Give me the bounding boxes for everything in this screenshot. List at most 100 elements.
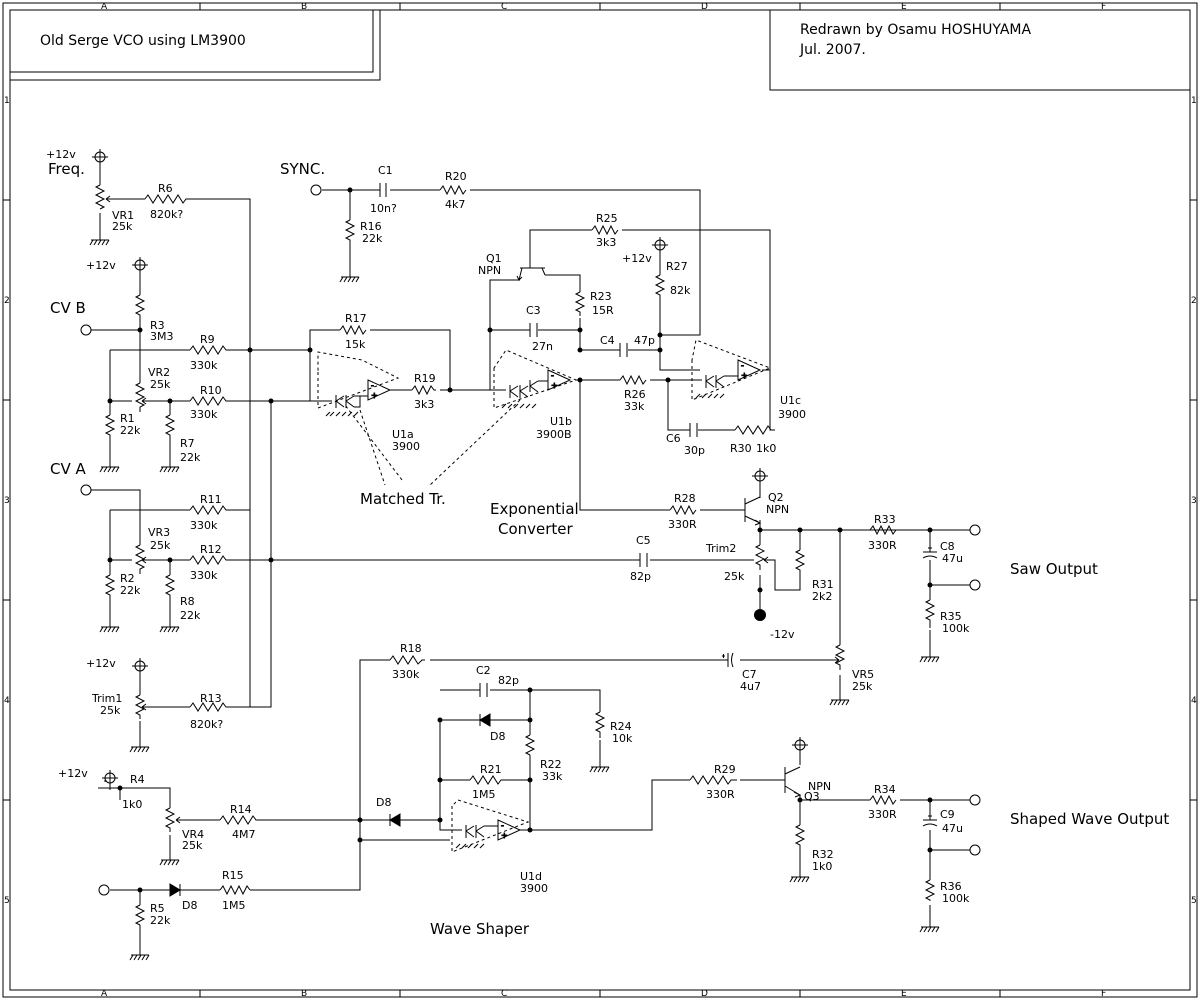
resistor-r9 [189,345,234,355]
label-r17: R17 [345,312,367,325]
label-r29: R29 [714,763,736,776]
label-d8-feedback: D8 [490,730,505,743]
label-r13: R13 [200,692,222,705]
resistor-r16 [344,219,356,245]
cap-c8 [922,546,938,559]
label-r27-value: 82k [670,284,691,297]
jack-wave-in [98,884,110,896]
grid-row-3-right: 3 [1191,496,1197,506]
supply-r3 [131,256,149,278]
label-r26-value: 33k [624,400,645,413]
label-r11-value: 330k [190,519,218,532]
label-d8-shaper: D8 [376,796,391,809]
label-q1-value: NPN [478,264,501,277]
junction-dots [107,187,933,893]
label-r13-value: 820k? [190,718,223,731]
label-r28: R28 [674,492,696,505]
pot-vr4 [164,807,176,832]
label-r34: R34 [874,783,896,796]
pot-vr5 [834,644,846,670]
resistor-r13 [189,702,234,712]
diode-d8-feedback [479,713,491,727]
label-trim2-value: 25k [724,570,745,583]
resistor-r21 [469,775,505,785]
label-r32: R32 [812,848,834,861]
svg-text:-: - [741,361,744,370]
grid-col-b: B [301,2,307,12]
label-sync: SYNC. [280,160,325,178]
label-r16-value: 22k [362,232,383,245]
label-r14-value: 4M7 [232,828,256,841]
grid-row-4: 4 [4,696,10,706]
label-c8-value: 47u [942,552,963,565]
label-saw-output: Saw Output [1010,560,1098,578]
label-vr5: VR5 [852,668,874,681]
label-r28-value: 330R [668,518,697,531]
resistor-r2 [104,574,116,598]
label-vr4: VR4 [182,828,204,841]
pot-trim2 [754,544,766,570]
resistor-r28 [669,504,697,516]
supply-freq [91,148,109,170]
grid-row-2-right: 2 [1191,296,1197,306]
label-cv-a: CV A [50,460,87,478]
label-u1d-value: 3900 [520,882,548,895]
grid-col-a: A [101,2,108,12]
label-r8-value: 22k [180,609,201,622]
svg-text:+: + [371,391,378,400]
label-r1: R1 [120,412,135,425]
label-c8: C8 [940,540,955,553]
label-q2: Q2 [768,491,784,504]
svg-text:-: - [501,821,504,830]
label-r3-value: 3M3 [150,330,174,343]
grid-row-1-right: 1 [1191,96,1197,106]
label-c6: C6 [666,432,681,445]
label-r12: R12 [200,543,222,556]
label-u1c: U1c [780,394,801,407]
grid-col-e-bottom: E [901,989,907,999]
resistor-r1 [104,414,116,438]
label-r31: R31 [812,578,834,591]
label-r11: R11 [200,493,222,506]
label-r4: R4 [130,773,145,786]
label-r5: R5 [150,902,165,915]
label-q1: Q1 [486,252,502,265]
opamp-u1d: - + [451,799,530,853]
label-vr3: VR3 [148,526,170,539]
label-r24: R24 [610,720,632,733]
grid-col-d: D [701,2,708,12]
svg-text:-: - [371,381,374,390]
label-freq: Freq. [48,160,85,178]
label-r30-value: 1k0 [756,442,776,455]
cap-c5 [639,553,648,567]
label-r27-supply: +12v [622,252,652,265]
label-c1: C1 [378,164,393,177]
label-trim2: Trim2 [705,542,736,555]
opamp-u1b: - + [493,349,578,409]
resistor-r20 [439,184,467,196]
resistor-r5 [134,904,146,926]
label-trim1-supply: +12v [86,657,116,670]
resistor-r17 [339,324,367,336]
label-r5-value: 22k [150,914,171,927]
capacitors [379,183,938,827]
resistor-r33 [869,524,897,536]
label-r22: R22 [540,758,562,771]
cap-c4 [619,343,628,357]
cap-c9 [922,814,938,827]
label-r17-value: 15k [345,338,366,351]
jack-saw-out [969,524,981,536]
resistor-r22 [524,734,536,756]
label-c1-value: 10n? [370,202,397,215]
grid-col-c: C [501,2,507,12]
label-c4: C4 [600,334,615,347]
label-converter: Converter [498,520,574,538]
label-r12-value: 330k [190,569,218,582]
label-shaped-wave-output: Shaped Wave Output [1010,810,1169,828]
label-u1b: U1b [550,415,572,428]
label-r15: R15 [222,869,244,882]
label-r20-value: 4k7 [445,198,465,211]
grid-col-e: E [901,2,907,12]
